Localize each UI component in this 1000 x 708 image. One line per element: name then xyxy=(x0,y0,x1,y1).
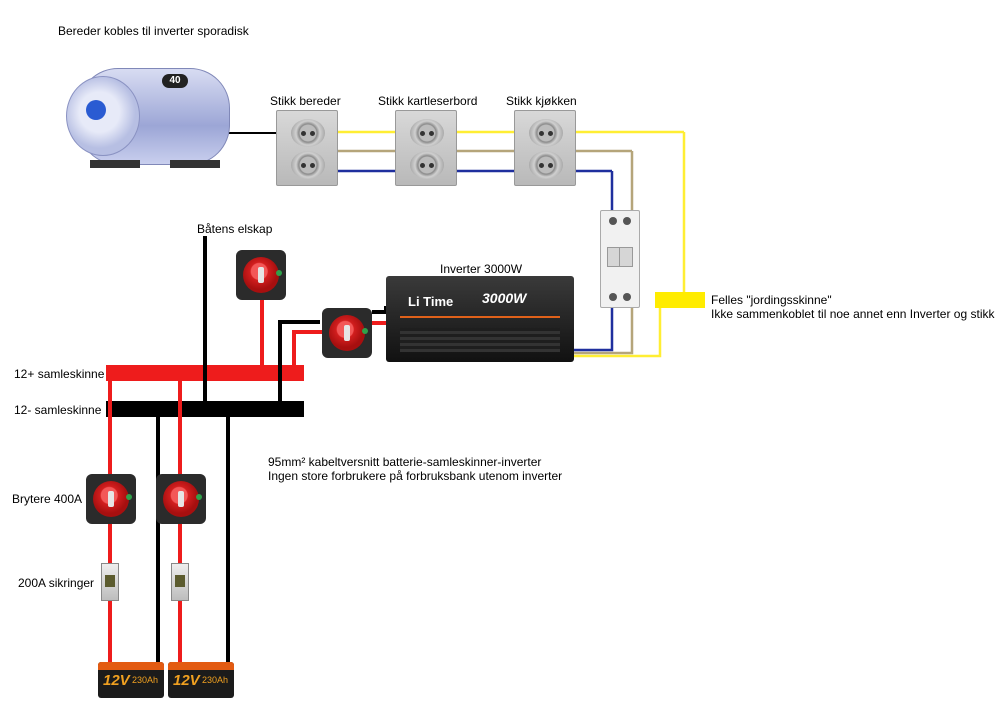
fuse-icon xyxy=(101,563,119,601)
inverter-negative-wire-2 xyxy=(372,306,388,314)
fuse-icon xyxy=(171,563,189,601)
battery-capacity: 230Ah xyxy=(202,675,229,685)
heater-badge: 40 xyxy=(162,74,188,88)
inverter-brand: Li Time xyxy=(408,294,454,309)
water-heater-icon: 40 xyxy=(60,60,238,180)
socket-outlet-icon xyxy=(291,119,325,147)
inverter-negative-wire xyxy=(278,320,320,401)
fuses-label: 200A sikringer xyxy=(18,576,95,590)
socket-kjokken-icon xyxy=(514,110,576,186)
ground-bar-label-line1: Felles "jordingsskinne" xyxy=(711,293,832,307)
battery-switch-icon xyxy=(322,308,372,358)
switch-indicator-icon xyxy=(196,494,202,500)
socket-bereder-icon xyxy=(276,110,338,186)
battery-voltage: 12V xyxy=(103,672,130,689)
rcd-breaker-icon xyxy=(600,210,640,308)
breaker-terminal-icon xyxy=(623,293,631,301)
breaker-terminal-icon xyxy=(623,217,631,225)
battery-top xyxy=(98,662,164,670)
fuse-band-icon xyxy=(105,575,115,587)
inverter-heatsink-icon xyxy=(400,328,560,352)
negative-bus-label: 12- samleskinne xyxy=(14,403,102,417)
battery-icon: 12V 230Ah xyxy=(168,662,234,698)
boat-panel-label: Båtens elskap xyxy=(197,222,273,236)
switch-indicator-icon xyxy=(126,494,132,500)
socket-outlet-icon xyxy=(410,119,444,147)
battery-top xyxy=(168,662,234,670)
switches-label: Brytere 400A xyxy=(12,492,83,506)
socket-kjokken-label: Stikk kjøkken xyxy=(506,94,577,108)
socket-outlet-icon xyxy=(529,119,563,147)
breaker-lever-icon xyxy=(619,247,633,267)
switch-key-icon xyxy=(344,325,350,341)
battery-capacity: 230Ah xyxy=(132,675,159,685)
switch-key-icon xyxy=(178,491,184,507)
breaker-neutral-to-inverter xyxy=(574,306,634,355)
breaker-terminal-icon xyxy=(609,217,617,225)
cable-note-line1: 95mm² kabeltversnitt batterie-samleskinn… xyxy=(268,455,542,469)
breaker-earth-to-inverter xyxy=(574,306,614,352)
inverter-label: Inverter 3000W xyxy=(440,262,523,276)
ground-bar-to-inverter xyxy=(574,306,662,358)
heater-label: Bereder kobles til inverter sporadisk xyxy=(58,24,249,38)
positive-bus-label: 12+ samleskinne xyxy=(14,367,105,381)
negative-bus-bar xyxy=(106,401,304,417)
switch-key-icon xyxy=(108,491,114,507)
ground-bar-icon xyxy=(655,292,705,308)
inverter-stripe xyxy=(400,316,560,318)
battery-voltage: 12V xyxy=(173,672,200,689)
socket-kartleserbord-label: Stikk kartleserbord xyxy=(378,94,478,108)
socket-bereder-label: Stikk bereder xyxy=(270,94,341,108)
heater-foot-icon xyxy=(170,160,220,168)
fuse-band-icon xyxy=(175,575,185,587)
breaker-terminal-icon xyxy=(609,293,617,301)
inverter-model: 3000W xyxy=(482,290,527,306)
heater-foot-icon xyxy=(90,160,140,168)
cable-note-line2: Ingen store forbrukere på forbruksbank u… xyxy=(268,469,563,483)
socket-kartleserbord-icon xyxy=(395,110,457,186)
inverter-positive-wire xyxy=(292,330,322,365)
socket-outlet-icon xyxy=(291,151,325,179)
battery-switch-icon xyxy=(156,474,206,524)
switch-key-icon xyxy=(258,267,264,283)
battery-switch-icon xyxy=(86,474,136,524)
ground-bar-label-line2: Ikke sammenkoblet til noe annet enn Inve… xyxy=(711,307,995,321)
switch-indicator-icon xyxy=(362,328,368,334)
battery-icon: 12V 230Ah xyxy=(98,662,164,698)
heater-thermostat-icon xyxy=(86,100,106,120)
switch-indicator-icon xyxy=(276,270,282,276)
socket-outlet-icon xyxy=(410,151,444,179)
socket-outlet-icon xyxy=(529,151,563,179)
battery-switch-icon xyxy=(236,250,286,300)
inverter-icon: Li Time 3000W xyxy=(386,276,574,362)
